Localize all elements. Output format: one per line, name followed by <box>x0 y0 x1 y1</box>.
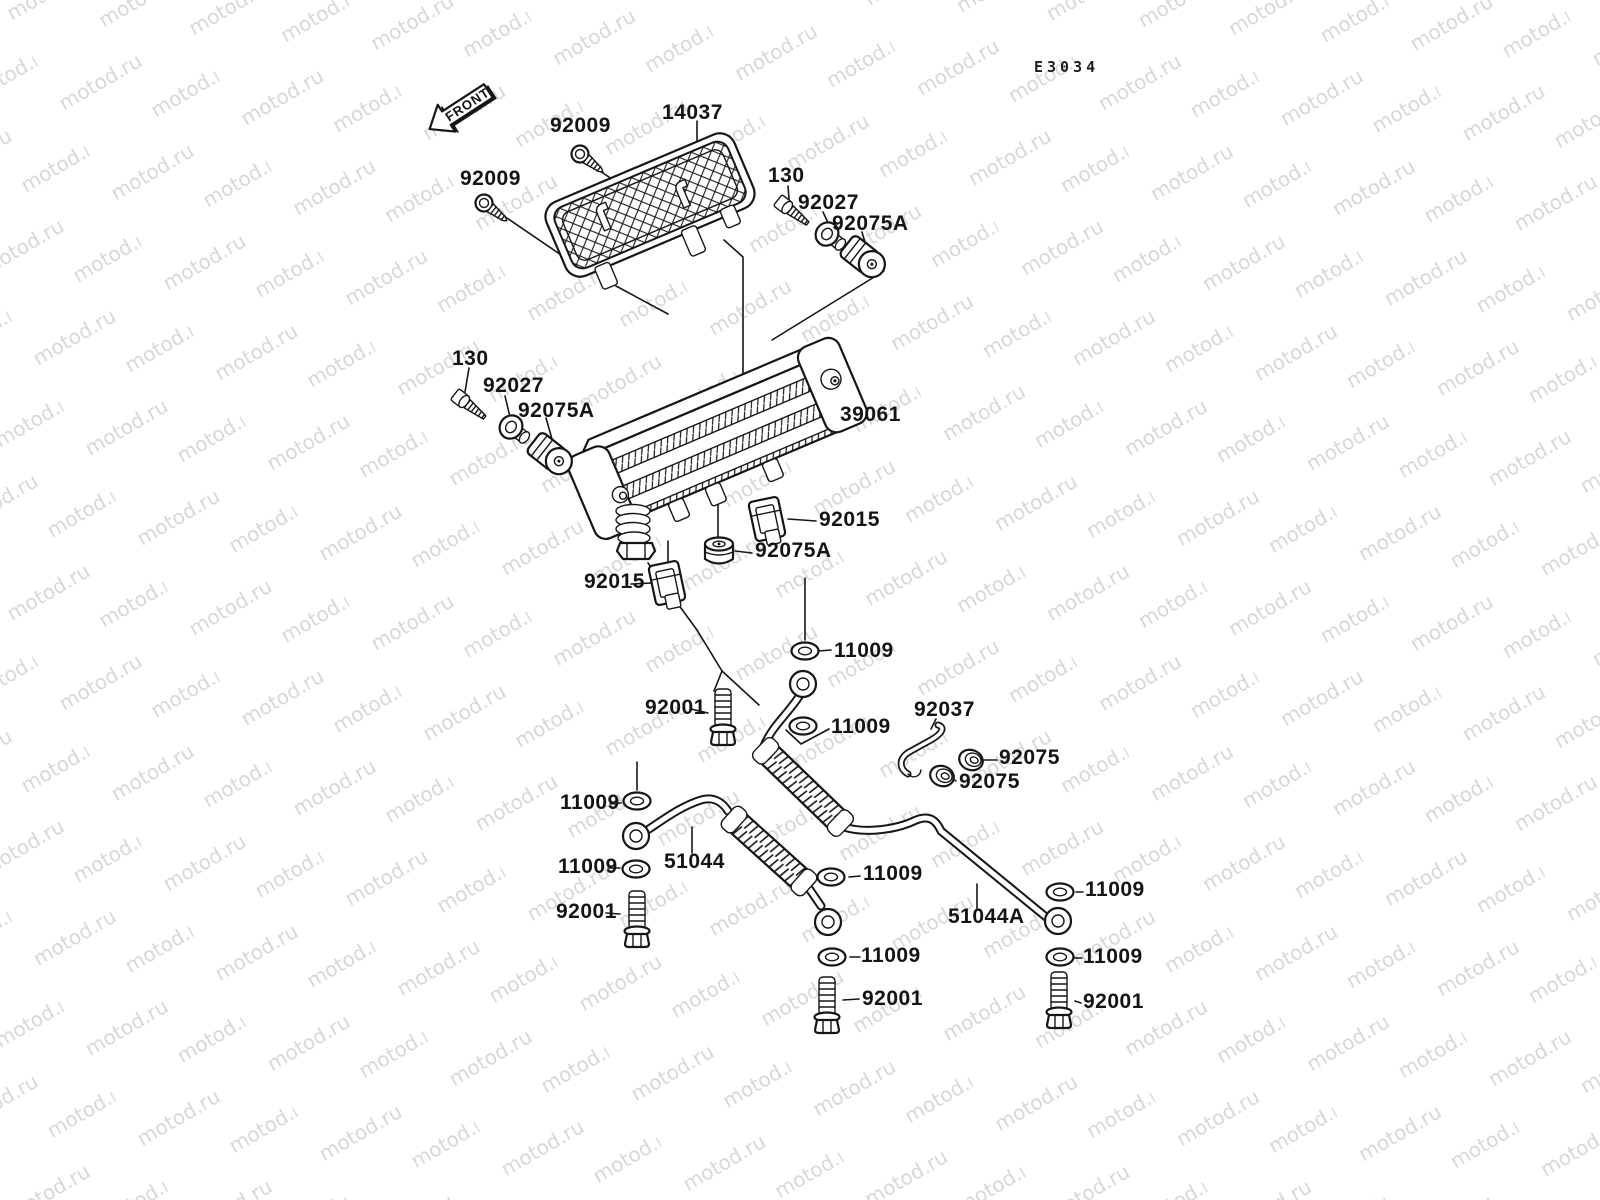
label-damper-92075a-bottom: 92075A <box>755 539 832 562</box>
label-washer-11009-e: 11009 <box>863 862 923 885</box>
front-arrow: FRONT <box>428 83 497 133</box>
part-damper-92075a-top <box>839 235 886 279</box>
part-oil-cooler-39061 <box>566 336 869 541</box>
part-bolt-130-top <box>773 194 810 226</box>
label-washer-11009-h: 11009 <box>1083 945 1143 968</box>
label-clamp-92037: 92037 <box>914 698 975 721</box>
part-collar-92027-top <box>814 221 847 251</box>
label-collar-92027-mid: 92027 <box>483 374 544 397</box>
label-banjo-bolt-92001-a: 92001 <box>645 696 706 719</box>
part-damper-92075-lower <box>929 764 955 788</box>
label-washer-11009-g: 11009 <box>1085 878 1145 901</box>
label-washer-11009-d: 11009 <box>558 855 618 878</box>
part-cover-14037 <box>544 132 756 290</box>
part-banjo-bolt-92001 <box>709 688 737 747</box>
label-cooler-39061: 39061 <box>840 403 901 426</box>
label-damper-92075a-top: 92075A <box>832 212 909 235</box>
part-bolt-130-mid <box>450 388 487 420</box>
part-damper-92075a-bottom <box>703 536 735 565</box>
part-banjo-bolt-92001 <box>813 976 841 1035</box>
label-banjo-bolt-92001-d: 92001 <box>1083 990 1144 1013</box>
leader-lines <box>464 120 1084 1004</box>
label-washer-11009-c: 11009 <box>560 791 620 814</box>
part-pipe-51044 <box>644 794 826 911</box>
washers-11009 <box>621 641 1075 967</box>
label-damper-92075-upper: 92075 <box>999 746 1060 769</box>
part-bracket-92015-right <box>747 495 787 546</box>
pipe-coil-section <box>720 805 818 897</box>
page-code: E3034 <box>1034 58 1100 76</box>
banjo-eye <box>621 669 1073 937</box>
label-bolt-130-mid: 130 <box>452 347 489 370</box>
label-washer-11009-a: 11009 <box>834 639 894 662</box>
label-collar-92027-top: 92027 <box>798 191 859 214</box>
label-banjo-bolt-92001-c: 92001 <box>862 987 923 1010</box>
label-bracket-92015-left: 92015 <box>584 570 645 593</box>
part-damper-92075a-mid <box>526 432 573 476</box>
cooler-outlet-fitting <box>615 503 657 561</box>
label-bracket-92015-right: 92015 <box>819 508 880 531</box>
label-screw-92009-left: 92009 <box>460 167 521 190</box>
part-collar-92027-mid <box>498 414 531 444</box>
label-banjo-bolt-92001-b: 92001 <box>556 900 617 923</box>
part-clamp-92037 <box>897 721 946 778</box>
label-cover-14037: 14037 <box>662 101 723 124</box>
part-banjo-bolt-92001 <box>1045 971 1073 1030</box>
label-screw-92009-top: 92009 <box>550 114 611 137</box>
label-damper-92075a-mid: 92075A <box>518 399 595 422</box>
part-screw-92009-left <box>474 193 508 222</box>
label-pipe-51044a: 51044A <box>948 905 1025 928</box>
label-pipe-51044: 51044 <box>664 850 725 873</box>
label-washer-11009-b: 11009 <box>831 715 891 738</box>
label-bolt-130-top: 130 <box>768 164 805 187</box>
pipe-coil-section <box>751 737 855 837</box>
label-washer-11009-f: 11009 <box>861 944 921 967</box>
part-screw-92009-top <box>570 144 604 173</box>
part-damper-92075-upper <box>958 748 984 772</box>
label-damper-92075-lower: 92075 <box>959 770 1020 793</box>
part-bracket-92015-left <box>647 559 687 610</box>
part-banjo-bolt-92001 <box>623 890 651 949</box>
